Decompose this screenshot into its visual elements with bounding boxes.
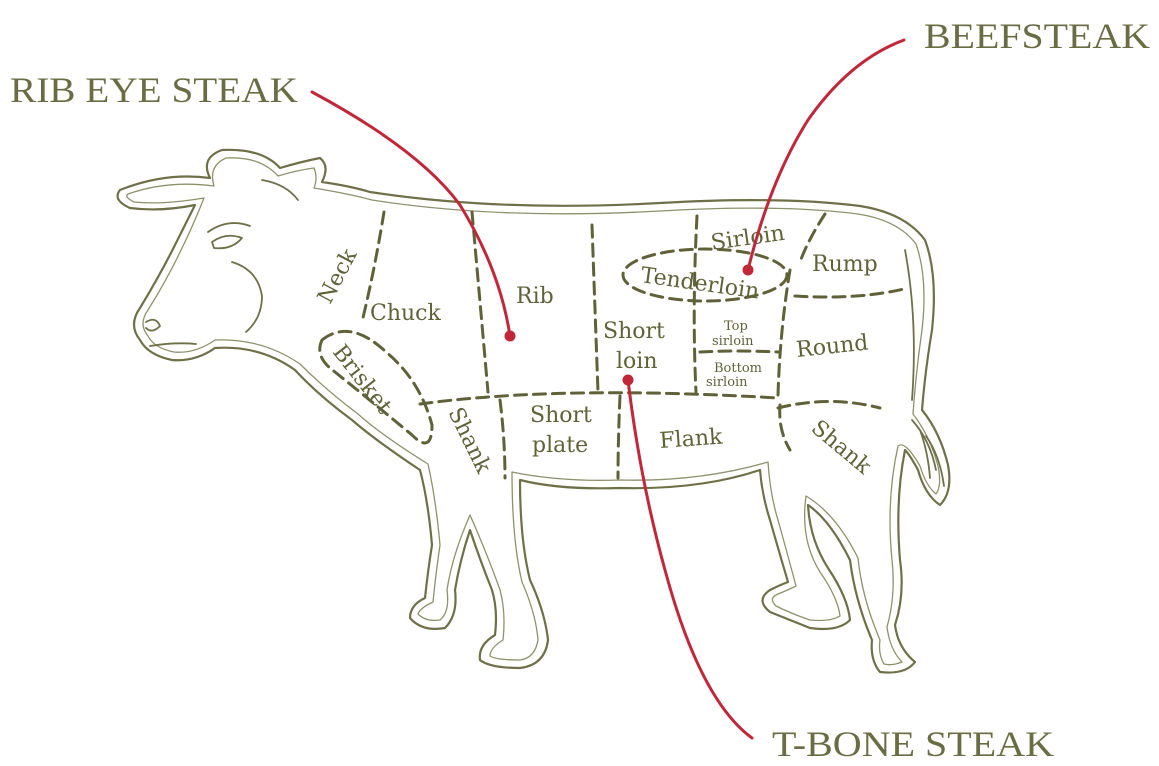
- boundary-rump-lower: [795, 288, 908, 297]
- label-top-sirloin-2: sirloin: [712, 334, 754, 349]
- callout-leaders: [312, 40, 904, 738]
- boundary-rib-shortloin: [592, 225, 598, 392]
- label-bottom-sirloin-1: Bottom: [714, 361, 762, 376]
- boundary-round-shank: [778, 402, 880, 409]
- cow-ear-line: [262, 180, 298, 200]
- callout-t-bone-steak: T-BONE STEAK: [772, 724, 1054, 764]
- dot-t-bone: [623, 375, 634, 386]
- boundary-shank-shortplate: [500, 400, 505, 478]
- callout-titles: RIB EYE STEAK BEEFSTEAK T-BONE STEAK: [10, 16, 1150, 764]
- boundary-upper-lower: [420, 393, 778, 404]
- cow-eye: [212, 236, 242, 249]
- label-short-plate-2: plate: [532, 433, 588, 458]
- boundary-shortloin-sirloin: [694, 216, 697, 392]
- cow-brow: [208, 223, 250, 232]
- label-rib: Rib: [516, 284, 554, 309]
- boundary-top-bottom-sirloin: [700, 351, 778, 352]
- label-round: Round: [795, 331, 869, 363]
- label-top-sirloin-1: Top: [724, 319, 748, 334]
- label-flank: Flank: [659, 425, 724, 454]
- label-chuck: Chuck: [370, 301, 441, 326]
- label-shank-rear: Shank: [806, 415, 876, 479]
- label-short-loin-2: loin: [616, 349, 658, 374]
- label-short-loin-1: Short: [603, 319, 665, 344]
- callout-rib-eye-steak: RIB EYE STEAK: [10, 70, 298, 110]
- label-shank-front: Shank: [443, 404, 496, 478]
- boundary-shortplate-flank: [618, 396, 620, 478]
- dot-beefsteak: [743, 265, 754, 276]
- boundary-loin-round: [778, 270, 790, 395]
- label-tenderloin: Tenderloin: [639, 263, 761, 304]
- boundary-rear-leg: [780, 405, 790, 450]
- label-brisket: Brisket: [327, 340, 396, 419]
- label-neck: Neck: [313, 244, 363, 307]
- cow-nostril: [146, 320, 160, 331]
- label-short-plate-1: Short: [530, 403, 592, 428]
- label-bottom-sirloin-2: sirloin: [706, 375, 748, 390]
- cow-cheek: [232, 262, 262, 332]
- dot-rib-eye: [505, 331, 516, 342]
- label-sirloin: Sirloin: [709, 221, 786, 256]
- label-rump: Rump: [812, 252, 878, 277]
- cow-mouth: [150, 343, 196, 346]
- callout-beefsteak: BEEFSTEAK: [924, 16, 1150, 56]
- cow-tail: [905, 250, 914, 400]
